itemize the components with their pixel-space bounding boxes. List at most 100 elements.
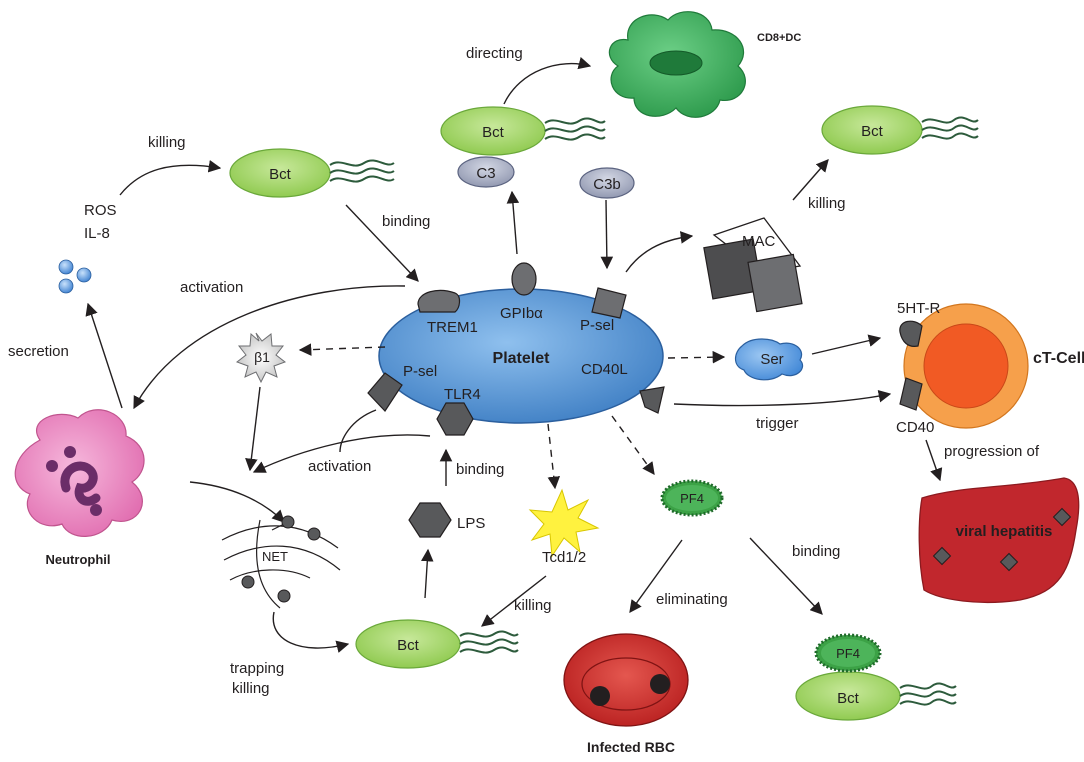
psel-net-connector xyxy=(339,409,377,453)
il8-label: IL-8 xyxy=(84,225,110,242)
ros-killing-arrow xyxy=(119,159,222,196)
secretion-label: secretion xyxy=(8,343,69,360)
bct-label: Bct xyxy=(397,637,420,654)
binding-top-label: binding xyxy=(382,213,430,230)
cd8dc-label: CD8+DC xyxy=(757,32,801,44)
activation-left-label: activation xyxy=(180,279,243,296)
neutrophil-label: Neutrophil xyxy=(46,552,111,567)
trem1-label: TREM1 xyxy=(427,319,478,336)
bct-label: Bct xyxy=(837,690,860,707)
lps-label: LPS xyxy=(457,515,485,532)
beta1-label: β1 xyxy=(254,349,270,365)
beta1-to-net-arrow xyxy=(245,386,261,472)
beta1-integrin: β1 xyxy=(235,332,287,384)
neutrophil-cell: Neutrophil xyxy=(14,409,145,567)
infected-rbc-label: Infected RBC xyxy=(587,739,675,755)
bct-label: Bct xyxy=(482,124,505,141)
cd40l-label: CD40L xyxy=(581,361,628,378)
killing-tcd-label: killing xyxy=(514,597,552,614)
pf4-bound-bacterium: Bct PF4 xyxy=(795,633,957,721)
gpiba-label: GPIbα xyxy=(500,305,543,322)
trapping-label: trapping xyxy=(230,660,284,677)
psel-top-receptor xyxy=(591,287,627,319)
pf4-molecule: PF4 xyxy=(660,479,724,517)
bct-binding-arrow xyxy=(345,204,419,282)
bacterium-top-left: Bct xyxy=(229,148,395,198)
killing-trap-label: killing xyxy=(232,680,270,697)
ct-cell-label: cT-Cell xyxy=(1033,350,1084,367)
directing-label: directing xyxy=(466,45,523,62)
serotonin: Ser xyxy=(734,338,804,381)
c3-label: C3 xyxy=(476,165,495,182)
activation-mid-label: activation xyxy=(308,458,371,475)
platelet-activation-arrow xyxy=(133,285,406,410)
psel-left-receptor xyxy=(367,372,403,412)
5htr-label: 5HT-R xyxy=(897,300,941,317)
c3-component: C3 xyxy=(457,156,515,188)
viral-hepatitis-label: viral hepatitis xyxy=(956,523,1053,540)
cd40l-trigger-arrow xyxy=(673,390,892,407)
killing-top-label: killing xyxy=(148,134,186,151)
pf4-binding-arrow xyxy=(749,537,823,615)
binding-pf4-label: binding xyxy=(792,543,840,560)
killing-mac-label: killing xyxy=(808,195,846,212)
trigger-label: trigger xyxy=(756,415,799,432)
c3b-component: C3b xyxy=(579,167,635,199)
tcd-label: Tcd1/2 xyxy=(542,549,586,566)
pf4-label: PF4 xyxy=(680,491,704,506)
net-structure: NET xyxy=(221,515,341,609)
cd40-label: CD40 xyxy=(896,419,934,436)
psel-to-mac-arrow xyxy=(625,231,694,273)
cd40l-receptor xyxy=(639,386,665,414)
platelet-cell: Platelet TREM1 GPIbα P-sel P-sel TLR4 CD… xyxy=(378,288,664,424)
mac-killing-arrow xyxy=(792,159,829,201)
progression-label: progression of xyxy=(944,443,1040,460)
mac-label: MAC xyxy=(742,233,776,250)
binding-lps-label: binding xyxy=(456,461,504,478)
ct-cell: 5HT-R cT-Cell CD40 xyxy=(896,300,1084,436)
progression-arrow xyxy=(925,439,943,482)
infected-rbc: Infected RBC xyxy=(563,633,689,755)
bct-label: Bct xyxy=(861,123,884,140)
tlr4-activation-arrow xyxy=(252,434,431,473)
cd40-receptor xyxy=(899,377,923,411)
pf4-eliminating-arrow xyxy=(629,539,683,614)
mac-complex: MAC xyxy=(703,217,803,313)
ser-to-5htr-arrow xyxy=(811,334,882,355)
directing-arrow xyxy=(503,56,592,105)
psel-left-label: P-sel xyxy=(403,363,437,380)
tcd-toxin: Tcd1/2 xyxy=(528,488,600,566)
eliminating-label: eliminating xyxy=(656,591,728,608)
tcd-killing-arrow xyxy=(481,575,547,627)
platelet-label: Platelet xyxy=(493,350,551,367)
platelet-to-ser-arrow xyxy=(667,350,726,364)
ros-granules xyxy=(58,259,92,294)
net-label: NET xyxy=(262,549,288,564)
tlr4-label: TLR4 xyxy=(444,386,481,403)
bacterium-top-center: Bct xyxy=(440,106,606,156)
lps-molecule: LPS xyxy=(408,502,485,538)
pf4-bound-label: PF4 xyxy=(836,646,860,661)
ros-label: ROS xyxy=(84,202,117,219)
bct-label: Bct xyxy=(269,166,292,183)
dendritic-cell: CD8+DC xyxy=(608,11,801,118)
psel-top-label: P-sel xyxy=(580,317,614,334)
c3b-label: C3b xyxy=(593,176,621,193)
platelet-to-tcd-arrow xyxy=(547,423,561,490)
ser-label: Ser xyxy=(760,351,783,368)
secretion-arrow xyxy=(85,302,123,409)
psel-to-beta1-arrow xyxy=(298,343,386,356)
bacterium-top-right: Bct xyxy=(821,105,979,155)
bacterium-bottom-left: Bct xyxy=(355,619,519,669)
neutrophil-to-net-arrow xyxy=(189,481,285,523)
c3b-to-psel-arrow xyxy=(600,199,614,270)
gpiba-receptor xyxy=(511,262,537,296)
platelet-to-pf4-arrow xyxy=(611,415,655,476)
trem1-receptor xyxy=(417,289,461,313)
gpiba-to-c3-arrow xyxy=(506,190,520,255)
liver-tissue: viral hepatitis xyxy=(918,477,1080,604)
bct-to-lps-arrow xyxy=(421,548,434,599)
5htr-receptor xyxy=(899,320,923,347)
